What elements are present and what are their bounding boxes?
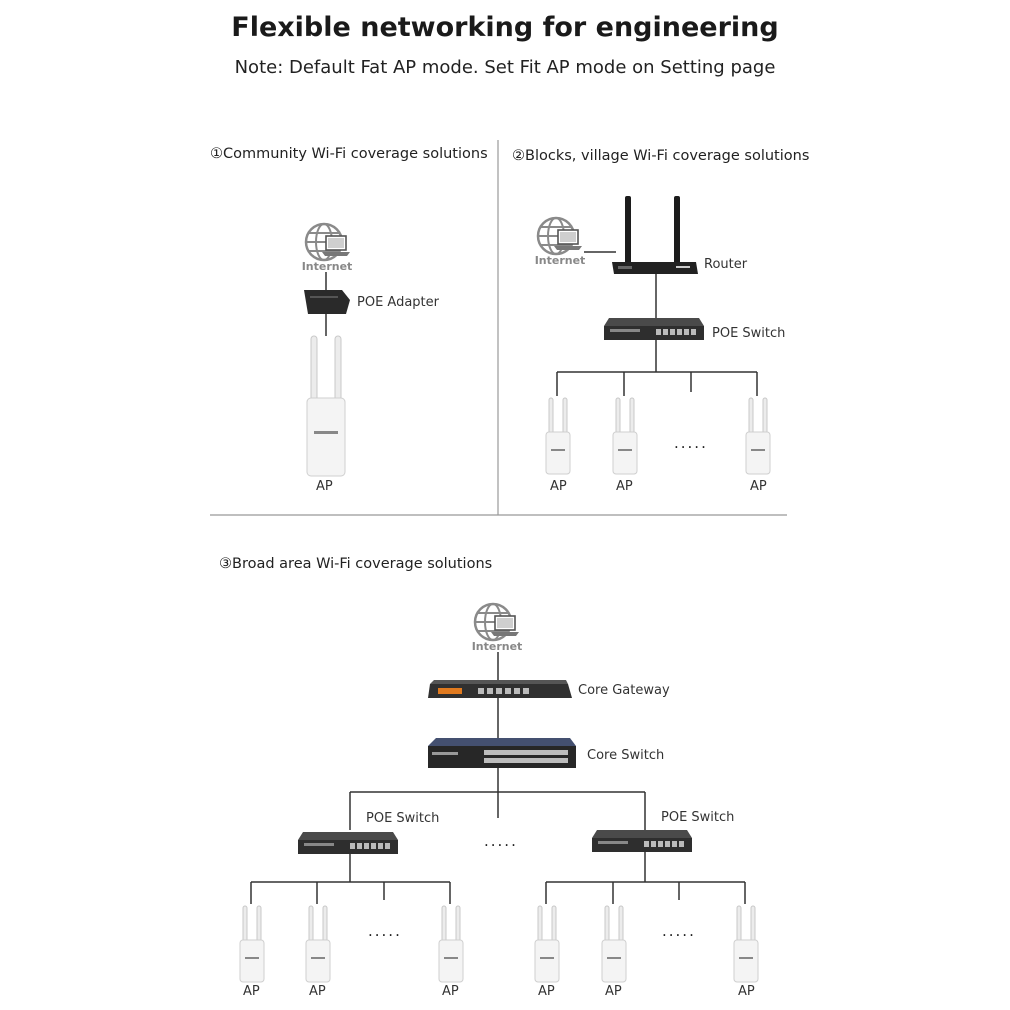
router-icon — [612, 196, 698, 274]
poe-adapter-label: POE Adapter — [357, 295, 439, 310]
s2-ap-label-1: AP — [550, 479, 567, 494]
s3-left-switch-label: POE Switch — [366, 811, 440, 826]
page-title: Flexible networking for engineering — [231, 12, 779, 43]
s3-right-ap-icon-3 — [733, 905, 759, 983]
s2-ap-icon-1 — [545, 397, 571, 475]
section3-title: ③Broad area Wi-Fi coverage solutions — [219, 556, 493, 572]
section2-title: ②Blocks, village Wi-Fi coverage solution… — [512, 148, 810, 164]
s3-right-switch-icon — [592, 830, 692, 852]
s3-left-ap-icon-2 — [305, 905, 331, 983]
s3-internet-label: Internet — [472, 640, 523, 653]
s3-right-ap-icon-1 — [534, 905, 560, 983]
s1-ap-label: AP — [316, 479, 333, 494]
s2-ap-label-2: AP — [616, 479, 633, 494]
s3-right-ap-label-3: AP — [738, 984, 755, 999]
s3-mid-ellipsis: ..... — [484, 832, 518, 850]
s3-left-ap-label-3: AP — [442, 984, 459, 999]
core-switch-icon — [428, 738, 576, 768]
s3-left-ellipsis: ..... — [368, 922, 402, 940]
s3-right-ap-icon-2 — [601, 905, 627, 983]
s2-ellipsis: ..... — [674, 434, 708, 452]
s3-right-ap-label-1: AP — [538, 984, 555, 999]
s2-ap-icon-3 — [745, 397, 771, 475]
section1-title: ①Community Wi-Fi coverage solutions — [210, 146, 488, 162]
s3-left-ap-icon-1 — [239, 905, 265, 983]
core-gateway-icon — [428, 680, 572, 698]
s3-right-ellipsis: ..... — [662, 922, 696, 940]
s1-internet-label: Internet — [302, 260, 353, 273]
s2-internet-label: Internet — [535, 254, 586, 267]
poe-adapter-icon — [304, 290, 350, 314]
s3-right-ap-label-2: AP — [605, 984, 622, 999]
core-gateway-label: Core Gateway — [578, 683, 670, 698]
s2-ap-label-3: AP — [750, 479, 767, 494]
core-switch-label: Core Switch — [587, 748, 665, 763]
s2-ap-icon-2 — [612, 397, 638, 475]
s1-access-point-icon — [306, 335, 346, 477]
s3-left-switch-icon — [298, 832, 398, 854]
router-label: Router — [704, 257, 748, 272]
s1-internet-icon — [304, 222, 352, 262]
s2-internet-icon — [536, 216, 584, 256]
s2-switch-icon — [604, 318, 704, 340]
s3-left-ap-icon-3 — [438, 905, 464, 983]
s2-switch-label: POE Switch — [712, 326, 786, 341]
s3-left-ap-label-1: AP — [243, 984, 260, 999]
s3-left-ap-label-2: AP — [309, 984, 326, 999]
page-note: Note: Default Fat AP mode. Set Fit AP mo… — [234, 57, 776, 78]
s3-internet-icon — [473, 602, 521, 642]
s3-right-switch-label: POE Switch — [661, 810, 735, 825]
